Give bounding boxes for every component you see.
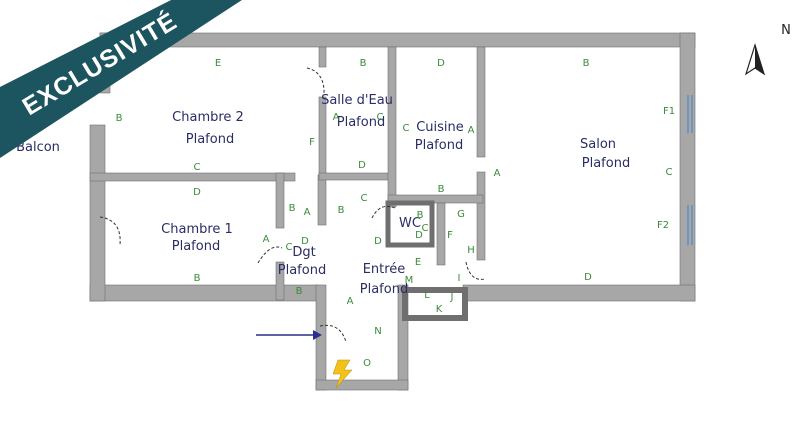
room-entree-ceiling: Plafond bbox=[360, 282, 408, 297]
wall-letter: B bbox=[116, 113, 123, 124]
door-salon bbox=[465, 261, 486, 280]
room-labels: Balcon Chambre 2 Plafond Salle d'Eau Pla… bbox=[16, 93, 630, 297]
door-chambre2 bbox=[306, 67, 325, 96]
room-chambre1-name: Chambre 1 bbox=[161, 222, 233, 237]
north-compass: N bbox=[744, 23, 791, 76]
room-dgt-ceiling: Plafond bbox=[278, 263, 326, 278]
door-entrance bbox=[319, 324, 347, 343]
wall-letter: C bbox=[194, 162, 201, 173]
room-cuisine-ceiling: Plafond bbox=[415, 138, 463, 153]
wall-letter: D bbox=[301, 236, 309, 247]
electric-meter-icon bbox=[332, 359, 353, 389]
wall-letter: O bbox=[363, 358, 371, 369]
wall-letter: E bbox=[215, 58, 221, 69]
wall-letter: D bbox=[358, 160, 366, 171]
door-chambre1 bbox=[257, 246, 283, 264]
room-salon-name: Salon bbox=[580, 137, 616, 152]
wall-letter: D bbox=[193, 187, 201, 198]
wall-letter: A bbox=[468, 125, 475, 136]
wall-letter: C bbox=[666, 167, 673, 178]
wall-letter: A bbox=[347, 296, 354, 307]
wall-letter: A bbox=[333, 112, 340, 123]
room-balcon-name: Balcon bbox=[16, 140, 60, 155]
wall-dgt-divider bbox=[317, 174, 327, 226]
wall-salle-eau-right bbox=[387, 46, 397, 208]
wall-letter: B bbox=[583, 58, 590, 69]
wall-letter: C bbox=[403, 123, 410, 134]
wall-letter: C bbox=[361, 193, 368, 204]
wall-letter: E bbox=[415, 257, 421, 268]
wall-letter: F bbox=[309, 137, 315, 148]
wall-letter: N bbox=[374, 326, 381, 337]
room-entree-name: Entrée bbox=[363, 262, 406, 277]
wall-letter: B bbox=[194, 273, 201, 284]
wall-chambre2-right bbox=[318, 96, 327, 176]
wall-letter: A bbox=[494, 168, 501, 179]
wall-letter: K bbox=[436, 304, 443, 315]
wall-letter: C bbox=[422, 223, 429, 234]
wall-letter: F bbox=[447, 230, 453, 241]
wall-letter: F2 bbox=[657, 220, 669, 231]
wall-left-outer bbox=[89, 124, 106, 302]
banner-ribbon bbox=[0, 0, 242, 158]
room-salle-eau-name: Salle d'Eau bbox=[321, 93, 393, 108]
wall-letter: B bbox=[360, 58, 367, 69]
room-wc-name: WC bbox=[399, 216, 421, 231]
windows bbox=[687, 95, 693, 245]
wall-letter: G bbox=[457, 209, 465, 220]
wall-wc bbox=[385, 200, 435, 248]
wall-entry-bottom bbox=[315, 379, 409, 391]
wall-cuisine-bottom bbox=[387, 194, 484, 204]
wall-right-outer bbox=[679, 32, 696, 302]
wall-letters: E B C F B A C D D C A B B F1 C F2 A D D … bbox=[116, 58, 676, 369]
wall-letter: B bbox=[289, 203, 296, 214]
north-label: N bbox=[781, 23, 791, 38]
wall-bottom-right bbox=[462, 284, 696, 302]
wall-letter: C bbox=[377, 112, 384, 123]
door-balcony-ch1 bbox=[99, 216, 121, 246]
wall-letter: B bbox=[438, 184, 445, 195]
north-arrow-fill bbox=[755, 45, 764, 74]
wall-letter: B bbox=[338, 205, 345, 216]
wall-letter: I bbox=[458, 273, 461, 284]
wall-salon-left bbox=[476, 171, 486, 261]
wall-chambre2-bottom bbox=[89, 172, 296, 182]
room-dgt-name: Dgt bbox=[292, 245, 315, 260]
room-chambre2-ceiling: Plafond bbox=[186, 132, 234, 147]
wall-salle-eau-bottom bbox=[318, 172, 396, 181]
wall-letter: B bbox=[296, 286, 303, 297]
wall-letter: A bbox=[304, 207, 311, 218]
wall-letter: D bbox=[415, 230, 423, 241]
wall-letter: H bbox=[467, 245, 475, 256]
room-salon-ceiling: Plafond bbox=[582, 156, 630, 171]
room-cuisine-name: Cuisine bbox=[416, 120, 464, 135]
wall-top-outer bbox=[99, 32, 696, 48]
entrance-arrow bbox=[256, 330, 322, 340]
banner-label: EXCLUSIVITÉ bbox=[17, 6, 182, 121]
room-chambre1-ceiling: Plafond bbox=[172, 239, 220, 254]
wall-letter: D bbox=[437, 58, 445, 69]
doors bbox=[99, 67, 486, 343]
wall-niche bbox=[402, 287, 468, 321]
wall-letter: F1 bbox=[663, 106, 675, 117]
wall-letter: M bbox=[405, 275, 414, 286]
room-chambre2-name: Chambre 2 bbox=[172, 110, 244, 125]
wall-cuisine-right bbox=[476, 46, 486, 158]
wall-placard-left bbox=[436, 202, 446, 266]
wall-letter: A bbox=[263, 234, 270, 245]
room-salle-eau-ceiling: Plafond bbox=[337, 115, 385, 130]
wall-letter: L bbox=[424, 290, 430, 301]
wall-chambre2-right-top bbox=[318, 46, 327, 68]
wall-letter: C bbox=[286, 242, 293, 253]
wall-letter: D bbox=[374, 236, 382, 247]
wall-chambre1-right-top bbox=[275, 172, 285, 229]
walls bbox=[89, 32, 696, 391]
wall-letter: B bbox=[417, 210, 424, 221]
wall-letter: J bbox=[450, 292, 454, 303]
wall-chambre1-right-bottom bbox=[275, 261, 285, 301]
wall-letter: D bbox=[584, 272, 592, 283]
door-salle-eau bbox=[371, 205, 396, 219]
